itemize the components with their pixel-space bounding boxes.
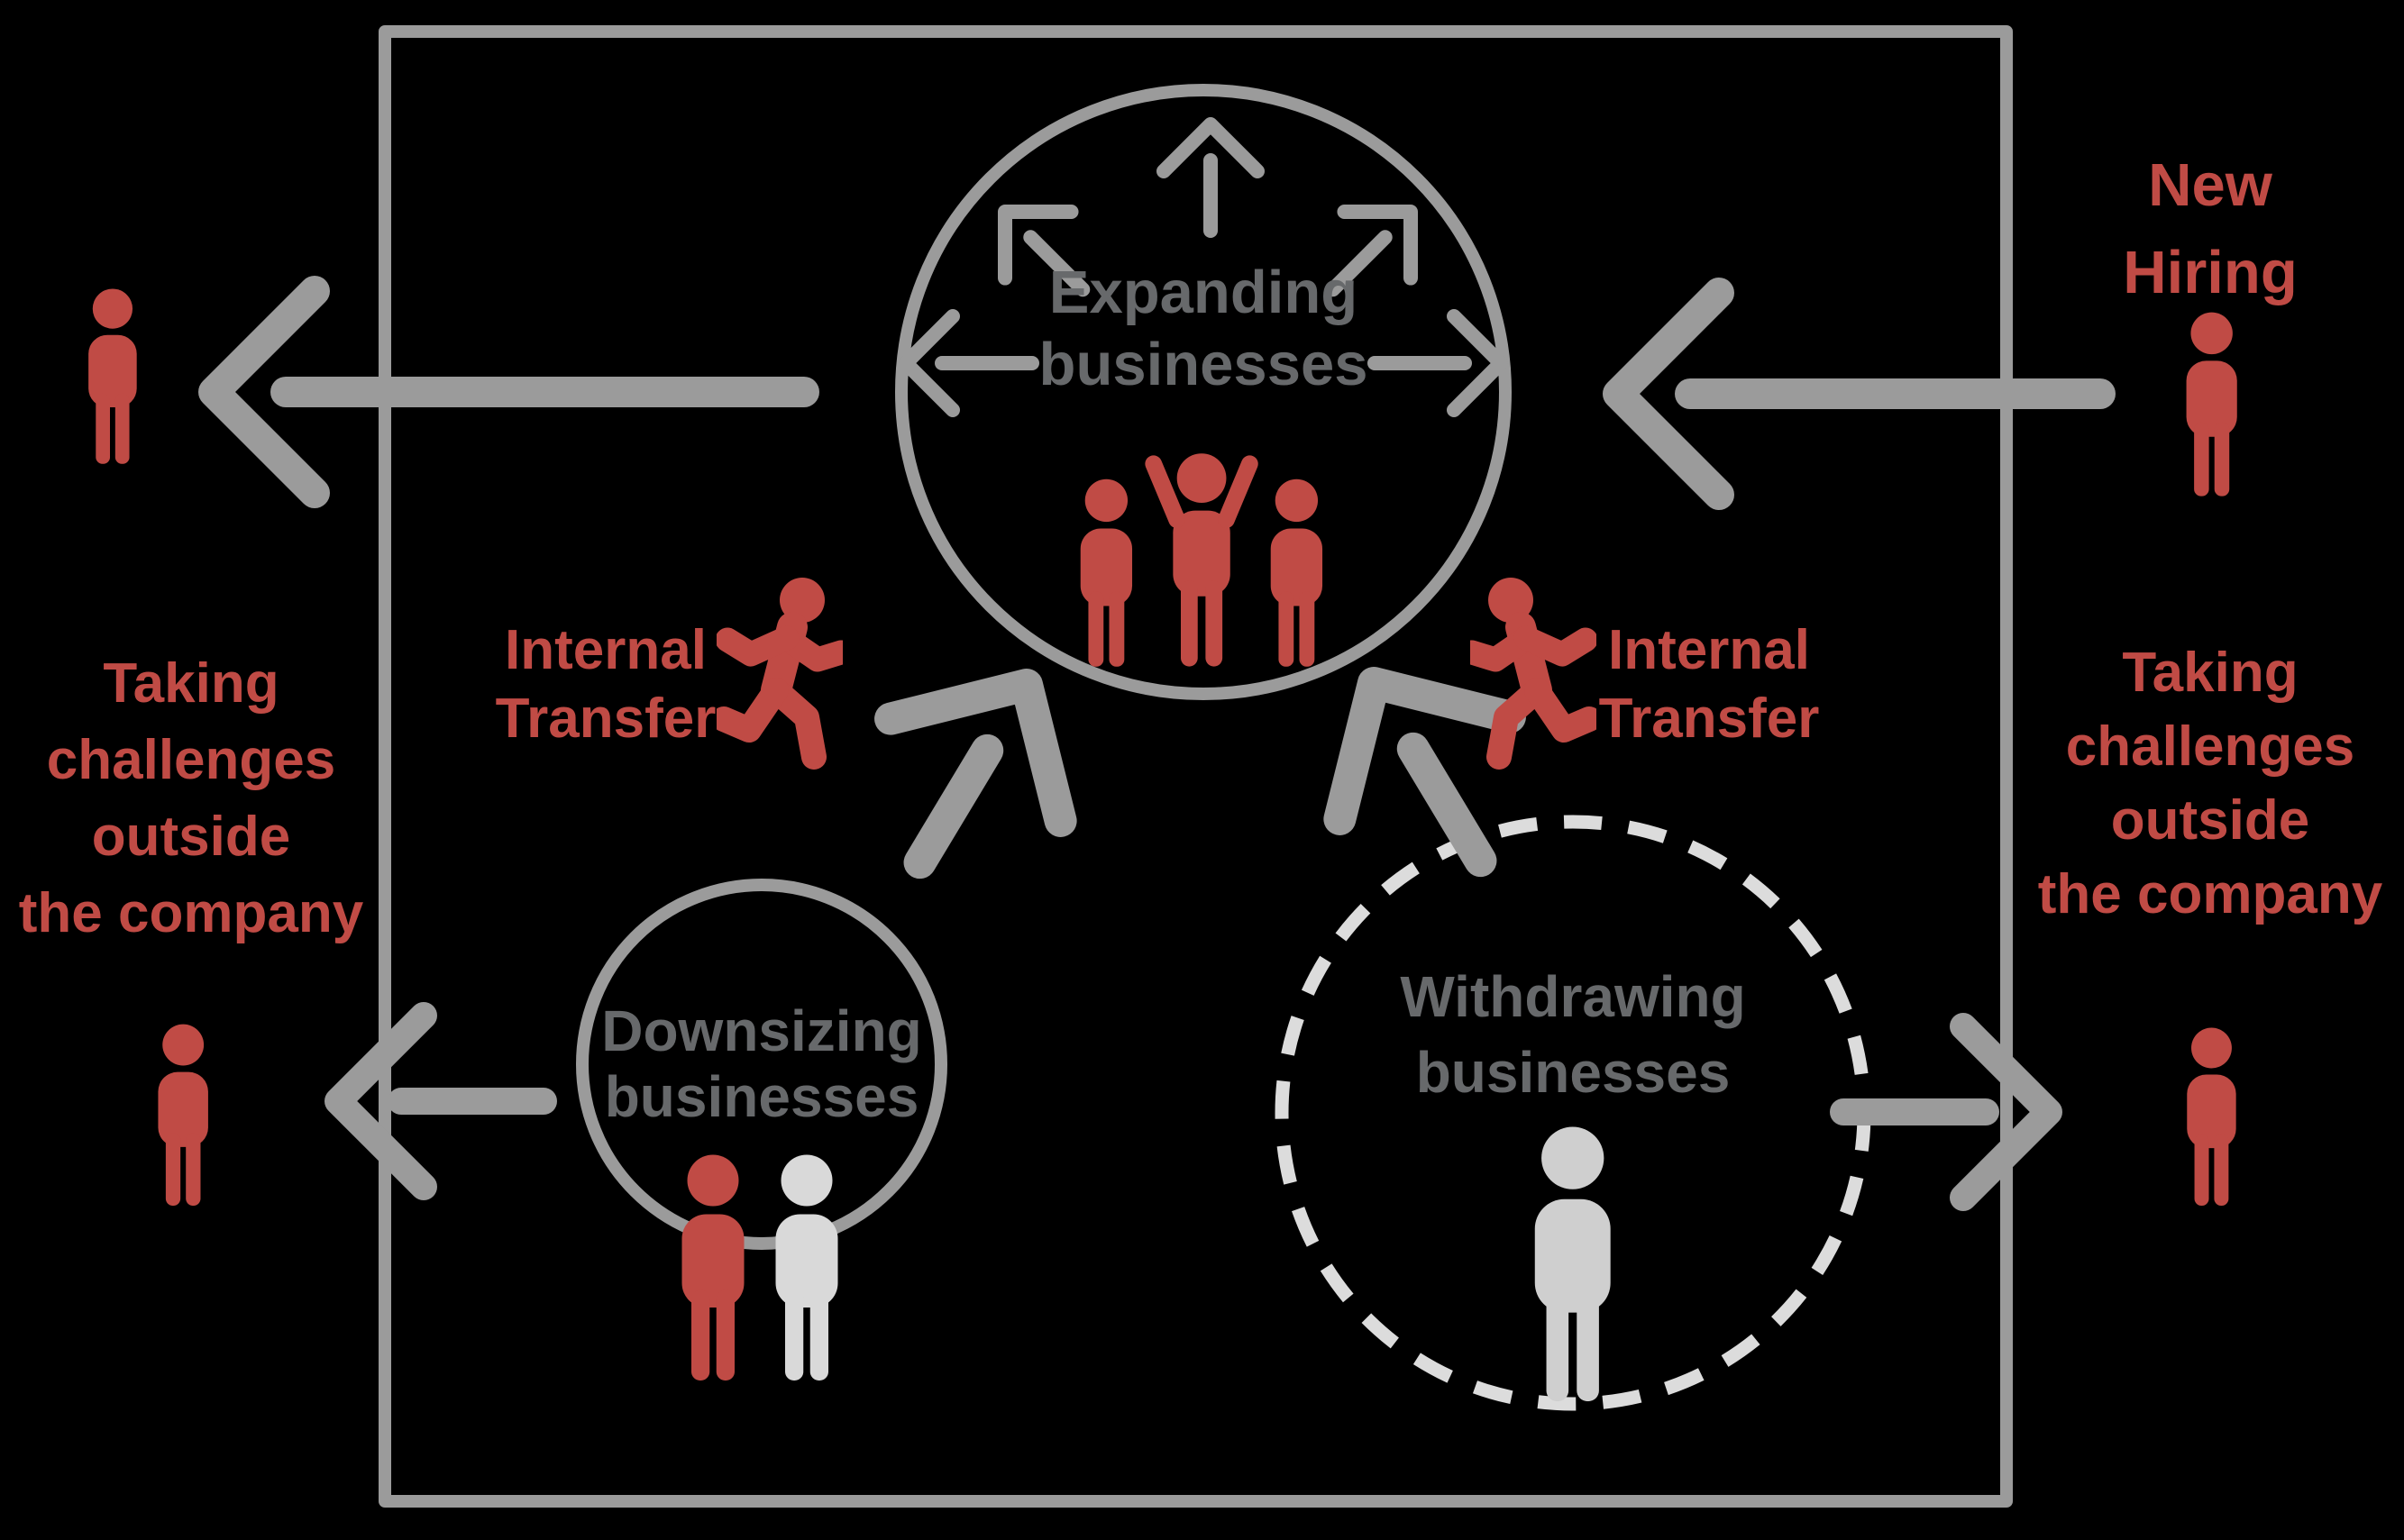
celebrating-person-icon-expanding-center (1154, 453, 1250, 666)
running-person-icon-left (724, 578, 841, 757)
company-boundary-frame (379, 25, 2013, 1508)
exit-arrow-top-left (198, 276, 819, 508)
expand-right-arrow-icon (1367, 309, 1508, 417)
leaving-person-icon-bottom-left (158, 1024, 208, 1207)
expanding-businesses-label: Expanding businesses (1039, 257, 1368, 401)
internal-transfer-arrow-left (874, 669, 1077, 879)
employee-person-icon-downsizing-red (681, 1154, 745, 1381)
withdrawing-line1: Withdrawing (1400, 964, 1746, 1029)
expand-left-arrow-icon (899, 309, 1039, 417)
taking-challenges-label-right: Taking challenges outside the company (2038, 636, 2382, 932)
expand-up-arrow-icon (1156, 117, 1265, 238)
taking-left-line1: Taking (103, 652, 279, 715)
downsizing-line2: businesses (604, 1064, 919, 1129)
expanding-line2: businesses (1038, 331, 1368, 398)
taking-right-line1: Taking (2122, 642, 2299, 704)
taking-right-line3: outside (2110, 789, 2310, 852)
taking-right-line4: the company (2037, 863, 2383, 925)
new-hiring-line2: Hiring (2123, 239, 2298, 306)
downsizing-line1: Downsizing (601, 998, 922, 1063)
withdrawing-businesses-dashed-circle (1275, 815, 1871, 1411)
taking-challenges-label-left: Taking challenges outside the company (19, 645, 363, 952)
internal-transfer-label-right: Internal Transfer (1599, 616, 1820, 753)
internal-transfer-right-line1: Internal (1608, 619, 1810, 681)
taking-left-line3: outside (91, 806, 291, 868)
new-hiring-label: New Hiring (2123, 141, 2298, 316)
leaving-person-icon-top-left (88, 288, 137, 464)
internal-transfer-right-line2: Transfer (1598, 688, 1820, 750)
internal-transfer-left-line2: Transfer (495, 688, 717, 750)
downsizing-businesses-circle (576, 879, 947, 1250)
downsizing-businesses-label: Downsizing businesses (601, 998, 922, 1130)
leaving-person-icon-bottom-right (2187, 1027, 2236, 1206)
expand-up-left-arrow-icon (998, 205, 1091, 297)
withdrawing-businesses-label: Withdrawing businesses (1400, 959, 1745, 1110)
internal-transfer-arrow-right (1323, 667, 1526, 878)
employee-person-icon-expanding-left (1080, 478, 1133, 667)
new-hiring-arrow (1603, 278, 2116, 510)
expanding-line1: Expanding (1048, 259, 1358, 326)
running-person-icon-right (1472, 578, 1589, 757)
taking-left-line2: challenges (46, 729, 336, 791)
departing-person-icon-withdrawing (1534, 1126, 1611, 1402)
internal-transfer-left-line1: Internal (505, 619, 707, 681)
taking-left-line4: the company (18, 882, 364, 944)
exit-arrow-bottom-left (324, 1002, 557, 1200)
employee-person-icon-expanding-right (1270, 478, 1323, 667)
new-hiring-line1: New (2148, 151, 2272, 219)
expanding-businesses-circle (895, 84, 1512, 700)
exit-arrow-bottom-right (1830, 1013, 2062, 1211)
withdrawing-line2: businesses (1415, 1040, 1731, 1105)
internal-transfer-label-left: Internal Transfer (496, 616, 717, 753)
taking-right-line2: challenges (2065, 715, 2355, 778)
departing-person-icon-downsizing-light (775, 1154, 838, 1381)
new-hire-person-icon (2186, 312, 2237, 497)
expand-up-right-arrow-icon (1325, 205, 1418, 297)
